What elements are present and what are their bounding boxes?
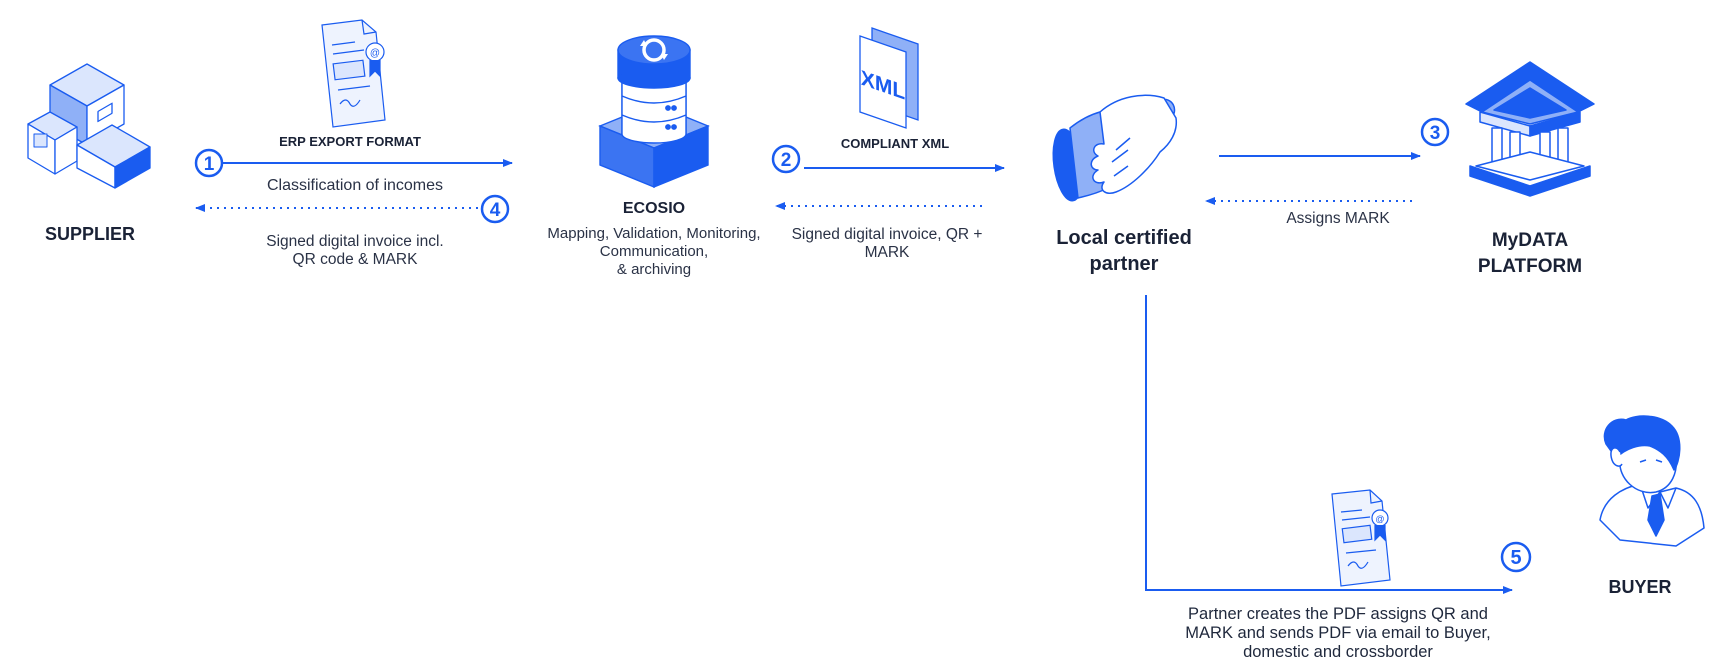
mydata-title-line-2: PLATFORM bbox=[1477, 256, 1583, 277]
ecosio-return-label-line-2: MARK bbox=[864, 244, 910, 261]
mydata-title-line-1: MyDATA bbox=[1491, 230, 1569, 251]
ecosio-description-line-1: Mapping, Validation, Monitoring, bbox=[547, 225, 761, 242]
step-5-label-line-3: domestic and crossborder bbox=[1243, 643, 1433, 661]
erp-export-format-label: ERP EXPORT FORMAT bbox=[279, 134, 421, 149]
ecosio-title: ECOSIO bbox=[622, 200, 686, 217]
step-1-label: Classification of incomes bbox=[266, 177, 444, 194]
mydata-title: MyDATA PLATFORM bbox=[1440, 228, 1620, 280]
step-badge-3: 3 bbox=[1420, 117, 1450, 147]
step-number-3: 3 bbox=[1430, 123, 1441, 144]
supplier-title: SUPPLIER bbox=[44, 224, 136, 244]
svg-text:@: @ bbox=[370, 48, 380, 59]
partner-title-line-1: Local certified bbox=[1056, 227, 1192, 249]
svg-text:@: @ bbox=[1375, 514, 1384, 524]
handshake-icon bbox=[1052, 94, 1178, 202]
step-badge-2: 2 bbox=[771, 144, 801, 174]
step-number-1: 1 bbox=[204, 154, 215, 175]
step-4-label-line-1: Signed digital invoice incl. bbox=[266, 233, 444, 250]
step-badge-5: 5 bbox=[1500, 541, 1532, 573]
buyer-title: BUYER bbox=[1608, 577, 1672, 597]
partner-title: Local certified partner bbox=[1024, 225, 1224, 277]
compliant-xml-label: COMPLIANT XML bbox=[840, 136, 950, 151]
partner-title-line-2: partner bbox=[1089, 253, 1159, 275]
step-5-label-line-2: MARK and sends PDF via email to Buyer, bbox=[1185, 624, 1491, 642]
signed-document-icon: @ bbox=[1331, 489, 1391, 587]
ecosio-description-line-2: Communication, bbox=[599, 243, 709, 260]
step-4-label: Signed digital invoice incl. QR code & M… bbox=[220, 233, 490, 269]
step-number-2: 2 bbox=[781, 150, 792, 171]
step-5-label-line-1: Partner creates the PDF assigns QR and bbox=[1188, 605, 1488, 623]
boxes-icon bbox=[27, 63, 151, 189]
signed-document-icon: @ bbox=[321, 19, 386, 128]
arrow-step-5 bbox=[1145, 295, 1513, 594]
ecosio-return-label-line-1: Signed digital invoice, QR + bbox=[791, 226, 983, 243]
ecosio-return-label: Signed digital invoice, QR + MARK bbox=[772, 226, 1002, 262]
step-number-5: 5 bbox=[1510, 547, 1521, 569]
step-badge-4: 4 bbox=[480, 194, 510, 224]
ecosio-description-line-3: & archiving bbox=[616, 261, 692, 278]
mydata-return-label: Assigns MARK bbox=[1286, 210, 1390, 227]
businessman-icon bbox=[1599, 415, 1705, 547]
government-building-icon bbox=[1465, 61, 1595, 197]
ecosio-description: Mapping, Validation, Monitoring, Communi… bbox=[534, 225, 774, 279]
step-5-label: Partner creates the PDF assigns QR and M… bbox=[1158, 605, 1518, 662]
xml-file-icon: XML bbox=[859, 27, 919, 129]
step-number-4: 4 bbox=[490, 200, 501, 221]
step-4-label-line-2: QR code & MARK bbox=[292, 251, 418, 268]
step-badge-1: 1 bbox=[194, 148, 224, 178]
database-sync-icon bbox=[598, 35, 710, 189]
